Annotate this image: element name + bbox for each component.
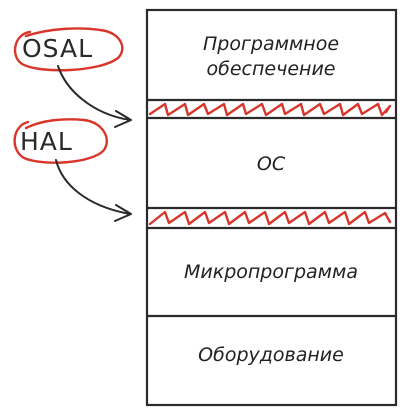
osal-scribble: [148, 102, 392, 117]
hal-arrowhead-icon: [114, 204, 132, 222]
osal-arrowhead-icon: [114, 110, 132, 128]
layer-firmware-label: Микропрограмма: [184, 261, 358, 283]
hal-callout-circle: [13, 118, 108, 164]
osal-callout-circle: [13, 27, 124, 72]
layer-software-label-line2: обеспечение: [207, 58, 336, 80]
layer-os-label: ОС: [257, 153, 286, 175]
hal-callout-arrow: [55, 159, 131, 215]
layer-hardware-label: Оборудование: [198, 344, 344, 366]
layer-software-label-line1: Программное: [203, 33, 339, 55]
osal-callout-label: OSAL: [22, 34, 93, 63]
hal-scribble: [148, 210, 392, 226]
osal-callout-arrow: [57, 65, 131, 121]
hal-callout-label: HAL: [20, 127, 73, 156]
